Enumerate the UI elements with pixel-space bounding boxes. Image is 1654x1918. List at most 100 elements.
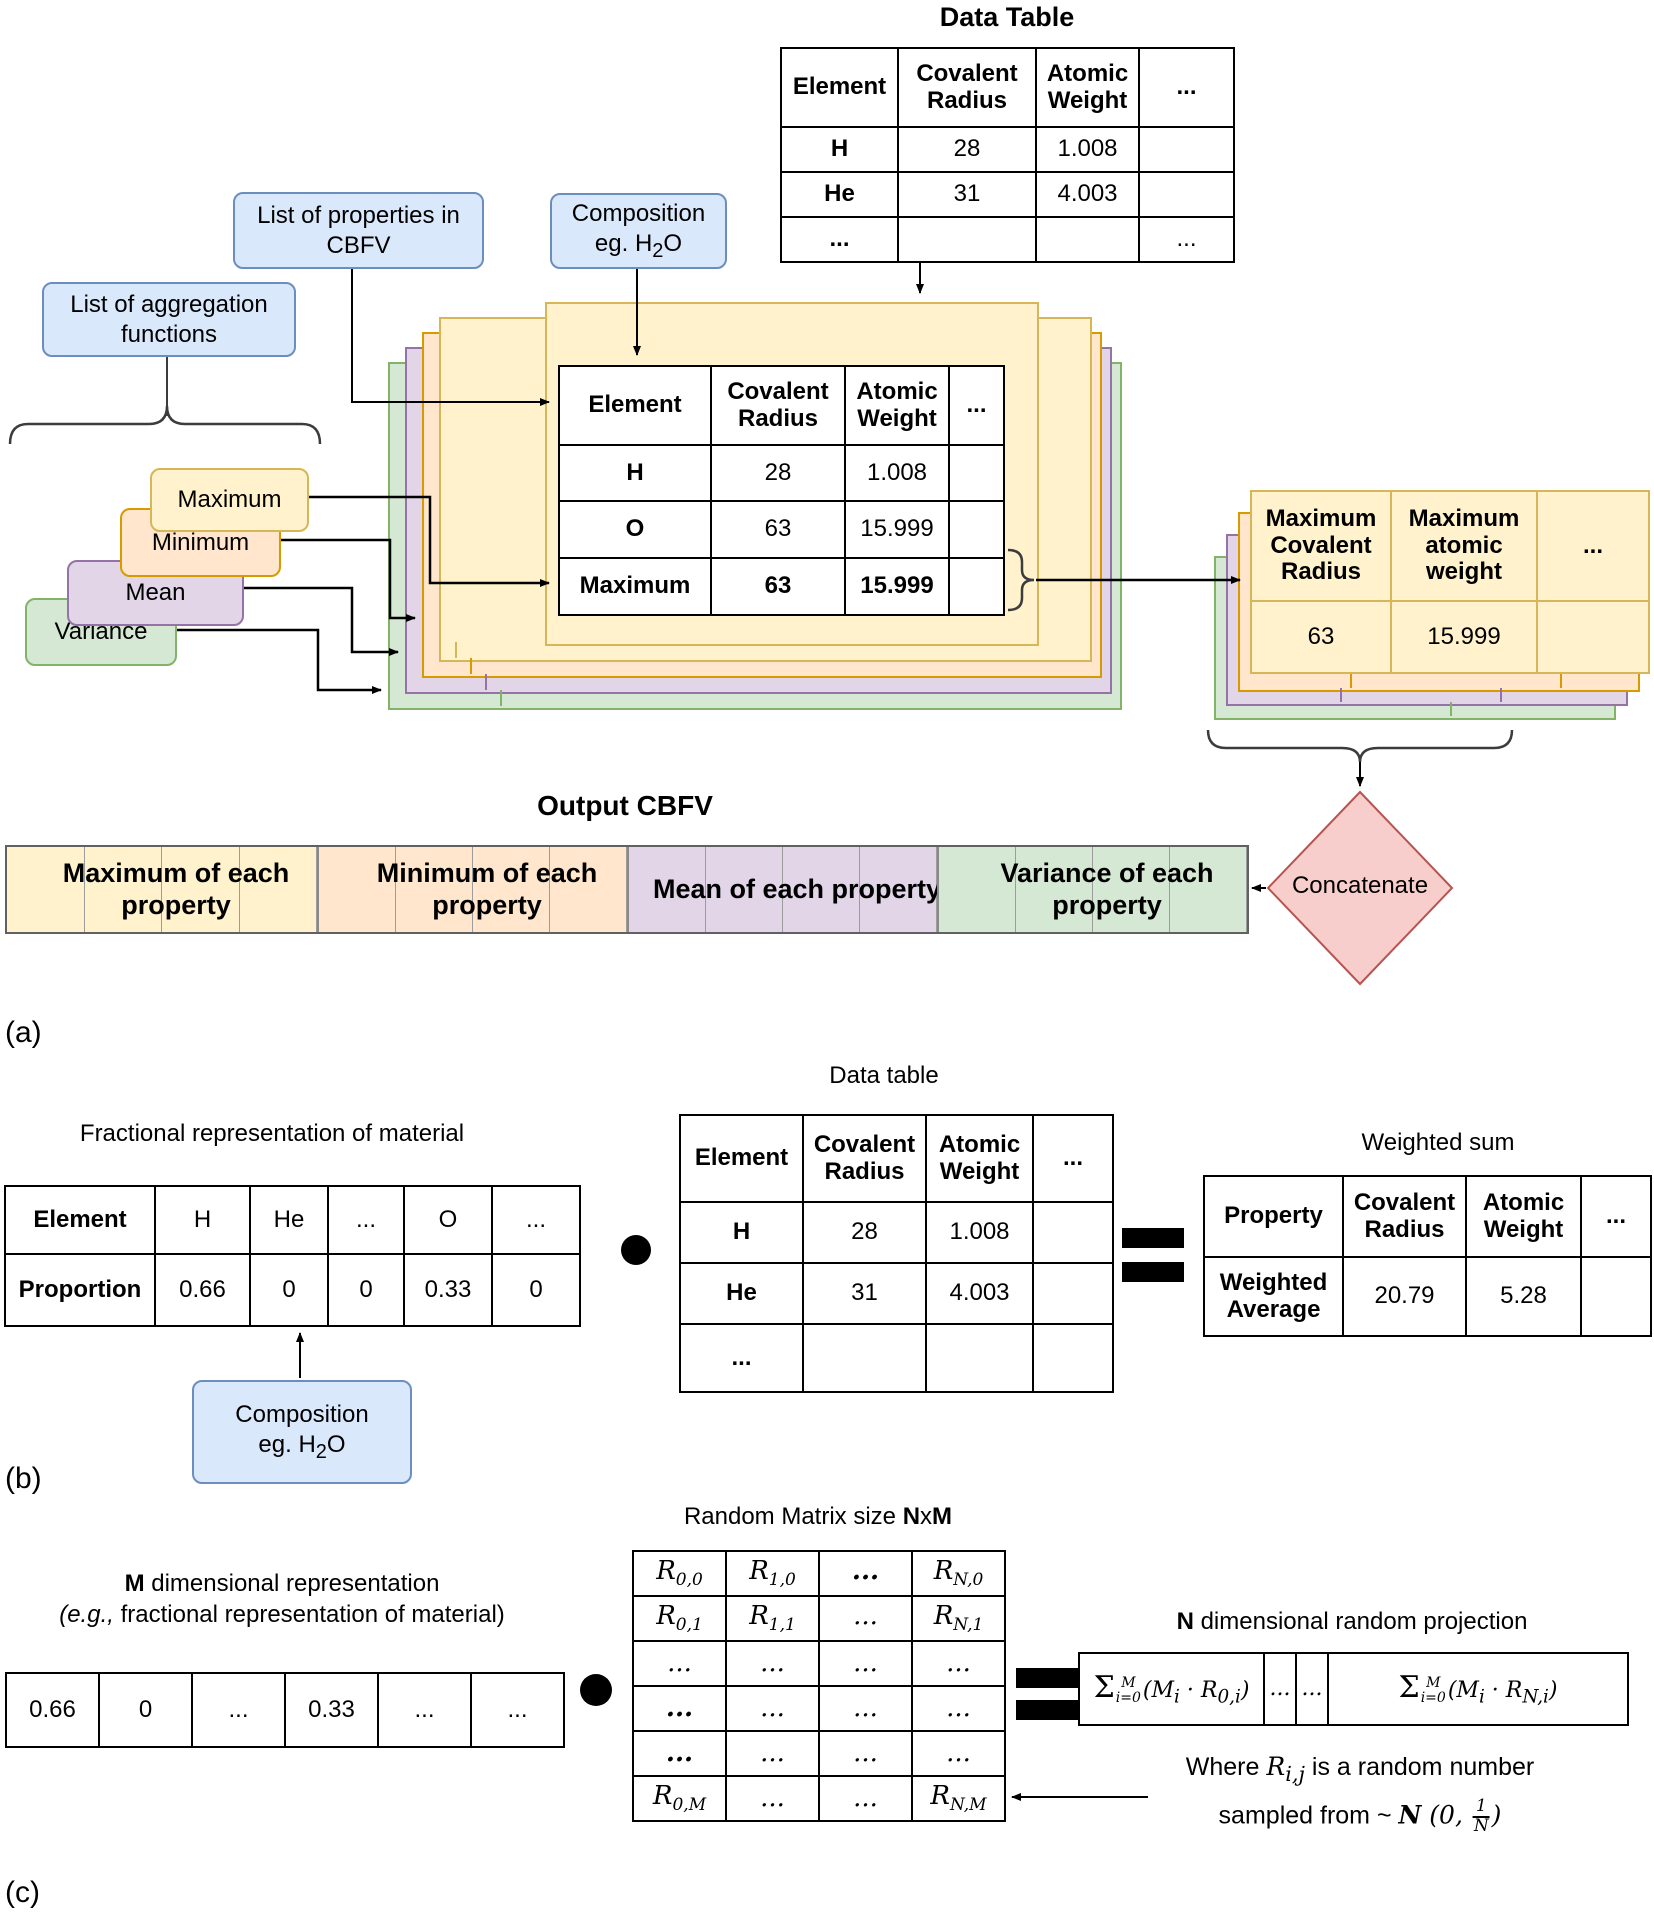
dot-product-icon-c — [580, 1674, 612, 1706]
header-cell: Atomic Weight — [925, 1114, 1034, 1203]
header-cell: ... — [1536, 490, 1650, 602]
list-properties-label: List of properties in CBFV — [257, 201, 460, 259]
vector-cell: ... — [377, 1672, 472, 1748]
header-cell: ... — [491, 1185, 581, 1255]
matrix-cell: ... — [725, 1685, 820, 1732]
vector-cell — [783, 847, 860, 932]
matrix-cell: ... — [818, 1595, 913, 1642]
header-cell: Maximum Covalent Radius — [1250, 490, 1392, 602]
header-cell: Atomic Weight — [844, 365, 950, 446]
vector-cell: 0 — [98, 1672, 193, 1748]
vector-cell: 0.66 — [5, 1672, 100, 1748]
output-segment-label: Minimum of each property — [376, 858, 598, 920]
matrix-cell: ... — [725, 1775, 820, 1822]
cell: He — [679, 1262, 804, 1325]
matrix-cell: ... — [818, 1550, 913, 1597]
vector-cell: ... — [191, 1672, 286, 1748]
header-cell: Element — [4, 1185, 156, 1255]
data-table-b-title: Data table — [829, 1062, 939, 1089]
cell — [1032, 1262, 1114, 1325]
random-matrix-title: Random Matrix size NxM — [683, 1503, 953, 1530]
result-tab-divider — [1340, 688, 1342, 702]
cell: 15.999 — [844, 557, 950, 616]
vector-cell — [1170, 847, 1247, 932]
m-representation-subtitle: (e.g., fractional representation of mate… — [59, 1601, 505, 1628]
cell: 4.003 — [1035, 171, 1140, 218]
cell: 31 — [802, 1262, 927, 1325]
cell: 63 — [1250, 600, 1392, 674]
cell: 1.008 — [925, 1201, 1034, 1264]
cell: 1.008 — [1035, 126, 1140, 173]
vector-cell — [319, 847, 396, 932]
matrix-cell: ... — [911, 1730, 1006, 1777]
panel-label-c: (c) — [5, 1876, 40, 1909]
cell: 0 — [249, 1253, 329, 1327]
output-segment-variance: Variance of each property — [937, 847, 1247, 932]
cell: 28 — [710, 444, 846, 502]
header-cell: ... — [948, 365, 1005, 446]
m-vector-table: 0.66 0 ... 0.33 ... ... — [5, 1672, 565, 1748]
panel-label-a: (a) — [5, 1016, 42, 1049]
vector-cell — [473, 847, 550, 932]
matrix-cell: ... — [632, 1640, 727, 1687]
matrix-cell: ... — [911, 1685, 1006, 1732]
cell: 0 — [491, 1253, 581, 1327]
cell: 0.66 — [154, 1253, 251, 1327]
header-cell: ... — [1138, 47, 1235, 128]
random-number-note-line1: Where Ri,j is a random number — [1185, 1752, 1535, 1786]
fractional-table: Element H He ... O ... Proportion 0.66 0… — [4, 1185, 581, 1327]
result-tab-divider — [1500, 688, 1502, 702]
vector-cell — [1093, 847, 1170, 932]
fractional-title: Fractional representation of material — [79, 1120, 465, 1147]
cell: H — [679, 1201, 804, 1264]
maximum-label: Maximum — [177, 486, 282, 513]
vector-cell — [240, 847, 317, 932]
vector-cell — [860, 847, 937, 932]
matrix-cell: R1,1 — [725, 1595, 820, 1642]
vector-cell — [7, 847, 85, 932]
output-cbfv-title: Output CBFV — [537, 790, 713, 821]
matrix-cell: ... — [818, 1775, 913, 1822]
arrow-variance — [173, 628, 382, 694]
deck-tab-divider — [500, 690, 502, 706]
brace-aggregation — [8, 405, 322, 445]
matrix-cell: R0,0 — [632, 1550, 727, 1597]
output-segment-minimum: Minimum of each property — [317, 847, 627, 932]
composition-box-b: Composition eg. H2O — [192, 1380, 412, 1484]
result-table: Maximum Covalent Radius Maximum atomic w… — [1250, 490, 1650, 674]
list-properties-box: List of properties in CBFV — [233, 192, 484, 269]
matrix-cell: ... — [818, 1640, 913, 1687]
brace-result-deck — [1206, 729, 1514, 763]
cell: 0.33 — [403, 1253, 493, 1327]
m-representation-title: M dimensional representation — [124, 1570, 440, 1597]
stack-table: Element Covalent Radius Atomic Weight ..… — [558, 365, 1005, 616]
cell — [948, 500, 1005, 559]
weighted-sum-title: Weighted sum — [1361, 1129, 1515, 1156]
result-tab-divider — [1450, 702, 1452, 716]
matrix-cell: ... — [632, 1730, 727, 1777]
cell: H — [558, 444, 712, 502]
list-aggregation-box: List of aggregation functions — [42, 282, 296, 357]
cell — [1138, 126, 1235, 173]
matrix-cell: ... — [818, 1730, 913, 1777]
output-segment-label: Variance of each property — [1000, 858, 1214, 920]
deck-tab-divider — [485, 674, 487, 690]
output-segment-label: Mean of each property — [652, 873, 942, 904]
cell — [925, 1323, 1034, 1393]
data-table-title: Data Table — [939, 2, 1075, 32]
output-cbfv-bar: Maximum of each property Minimum of each… — [5, 845, 1249, 934]
cell — [1580, 1256, 1652, 1337]
equals-icon-b — [1122, 1228, 1184, 1248]
matrix-cell: RN,0 — [911, 1550, 1006, 1597]
header-cell: Property — [1203, 1175, 1344, 1258]
result-tab-divider — [1560, 672, 1562, 688]
cell: 15.999 — [844, 500, 950, 559]
cell: He — [780, 171, 899, 218]
output-segment-maximum: Maximum of each property — [7, 847, 317, 932]
cell — [802, 1323, 927, 1393]
header-cell: Maximum atomic weight — [1390, 490, 1538, 602]
composition-line2: eg. H2O — [594, 229, 683, 262]
